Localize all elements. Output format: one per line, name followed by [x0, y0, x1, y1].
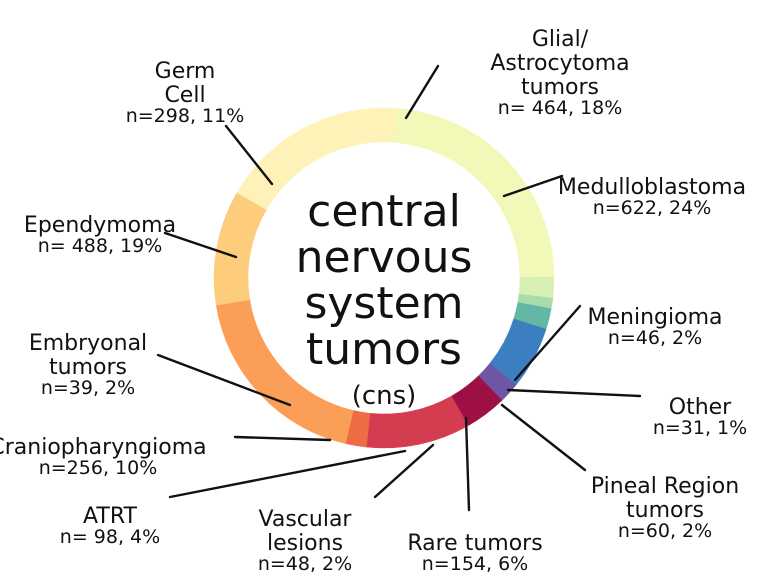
slice-count-rare-tumors: n=154, 6%: [422, 553, 528, 575]
slice-label-rare-tumors: Rare tumors: [407, 531, 542, 556]
slice-label-ependymoma: Ependymoma: [24, 213, 176, 238]
leader-line-medulloblastoma: [502, 174, 564, 198]
slice-count-meningioma: n=46, 2%: [608, 327, 702, 349]
slice-label-other: Other: [669, 395, 732, 420]
donut-slices: [213, 107, 555, 449]
leader-line-pineal-region-tumors: [500, 403, 587, 472]
center-subtitle: (cns): [352, 381, 417, 411]
center-title-line: system: [304, 278, 463, 329]
slice-count-germ-cell: n=298, 11%: [126, 105, 245, 127]
leader-line-meningioma: [513, 304, 582, 382]
leader-line-ependymoma: [163, 231, 238, 259]
leader-line-other: [506, 388, 642, 398]
slice-count-atrt: n= 98, 4%: [60, 526, 160, 548]
leader-line-glial-astrocytoma-tumors: [404, 64, 440, 120]
slice-label-medulloblastoma: Medulloblastoma: [558, 175, 746, 200]
slice-germ-cell: [213, 192, 267, 306]
slice-label-craniopharyngioma: Craniopharyngioma: [0, 435, 207, 460]
leader-line-atrt: [168, 449, 407, 499]
leader-line-embryonal-tumors: [156, 353, 292, 407]
leader-line-germ-cell: [224, 124, 274, 186]
slice-count-craniopharyngioma: n=256, 10%: [39, 457, 158, 479]
center-title-line: nervous: [296, 232, 473, 283]
leader-line-craniopharyngioma: [233, 435, 332, 442]
center-title-line: central: [307, 186, 461, 237]
slice-label-atrt: ATRT: [83, 504, 137, 529]
center-title-line: tumors: [306, 324, 462, 375]
slice-count-pineal-region-tumors: n=60, 2%: [618, 520, 712, 542]
slice-count-ependymoma: n= 488, 19%: [38, 235, 163, 257]
slice-count-medulloblastoma: n=622, 24%: [593, 197, 712, 219]
slice-count-vascular-lesions: n=48, 2%: [258, 553, 352, 575]
slice-count-other: n=31, 1%: [653, 417, 747, 439]
leader-lines: [156, 64, 642, 512]
slice-label-meningioma: Meningioma: [588, 305, 723, 330]
leader-line-vascular-lesions: [373, 443, 435, 499]
slice-count-glial-astrocytoma-tumors: n= 464, 18%: [498, 97, 623, 119]
slice-count-embryonal-tumors: n=39, 2%: [41, 377, 135, 399]
leader-line-rare-tumors: [464, 416, 471, 512]
